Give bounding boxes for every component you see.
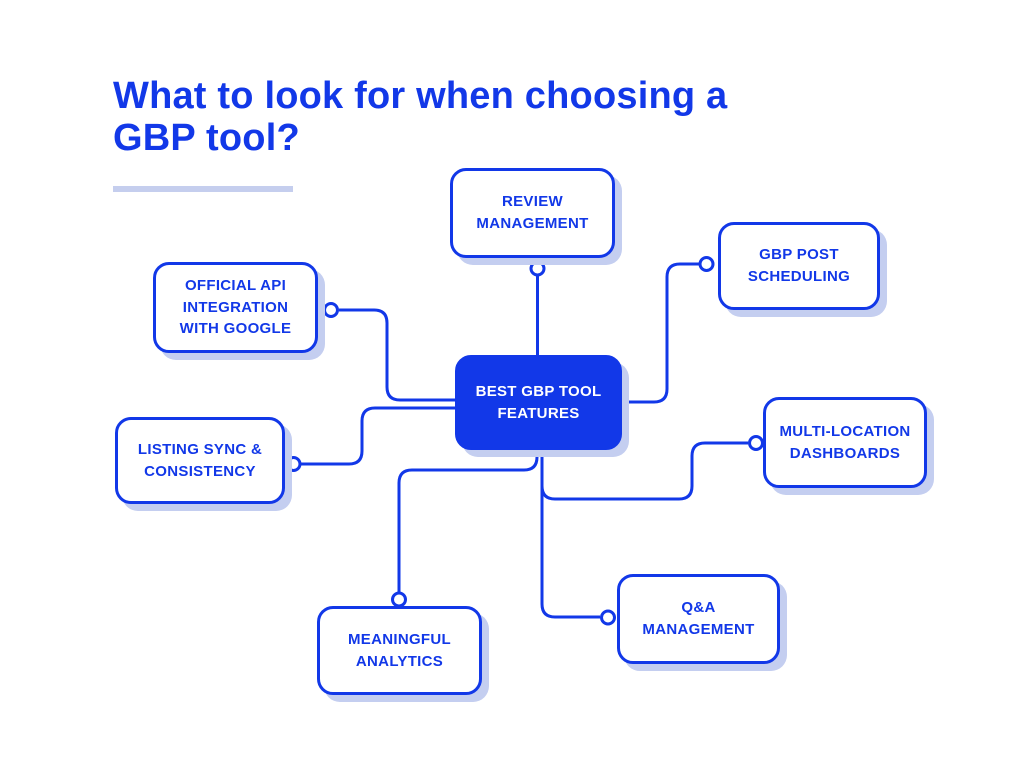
node-multi-location-dashboards: MULTI-LOCATION DASHBOARDS [763, 397, 927, 488]
node-review-management: REVIEW MANAGEMENT [450, 168, 615, 258]
connector-dot-review [529, 260, 546, 277]
node-qa-management: Q&A MANAGEMENT [617, 574, 780, 664]
node-label: LISTING SYNC & CONSISTENCY [137, 440, 263, 480]
node-center-best-gbp-tool-features: BEST GBP TOOL FEATURES [455, 355, 622, 450]
node-label: MULTI-LOCATION DASHBOARDS [779, 422, 911, 462]
node-official-api-integration: OFFICIAL API INTEGRATION WITH GOOGLE [153, 262, 318, 353]
connector-dot-gbp-post [698, 256, 715, 272]
node-label: Q&A MANAGEMENT [642, 599, 755, 638]
connector-dot-listing-sync [285, 456, 302, 472]
node-label: OFFICIAL API INTEGRATION WITH GOOGLE [179, 276, 292, 338]
node-label: GBP POST SCHEDULING [747, 246, 851, 285]
page-title: What to look for when choosing a GBP too… [113, 75, 773, 160]
connector-line-multi-location [540, 441, 748, 501]
node-gbp-post-scheduling: GBP POST SCHEDULING [718, 222, 880, 310]
node-label: MEANINGFUL ANALYTICS [348, 630, 451, 670]
node-meaningful-analytics: MEANINGFUL ANALYTICS [317, 606, 482, 695]
page-title-line2: GBP tool? [113, 116, 300, 159]
connector-line-gbp-post [621, 262, 699, 404]
connector-line-meaningful [397, 449, 539, 592]
connector-line-official-api [339, 308, 456, 402]
connector-dot-meaningful [391, 591, 407, 608]
node-listing-sync-consistency: LISTING SYNC & CONSISTENCY [115, 417, 285, 504]
node-label: REVIEW MANAGEMENT [476, 193, 589, 232]
page-title-line1: What to look for when choosing a [113, 75, 728, 117]
connector-line-qa [540, 449, 600, 619]
title-underline [113, 186, 293, 192]
connector-dot-official-api [323, 302, 339, 318]
connector-line-listing-sync [301, 406, 456, 466]
connector-dot-multi-location [748, 435, 764, 451]
node-label: BEST GBP TOOL FEATURES [475, 382, 602, 422]
connector-dot-qa [600, 609, 616, 626]
